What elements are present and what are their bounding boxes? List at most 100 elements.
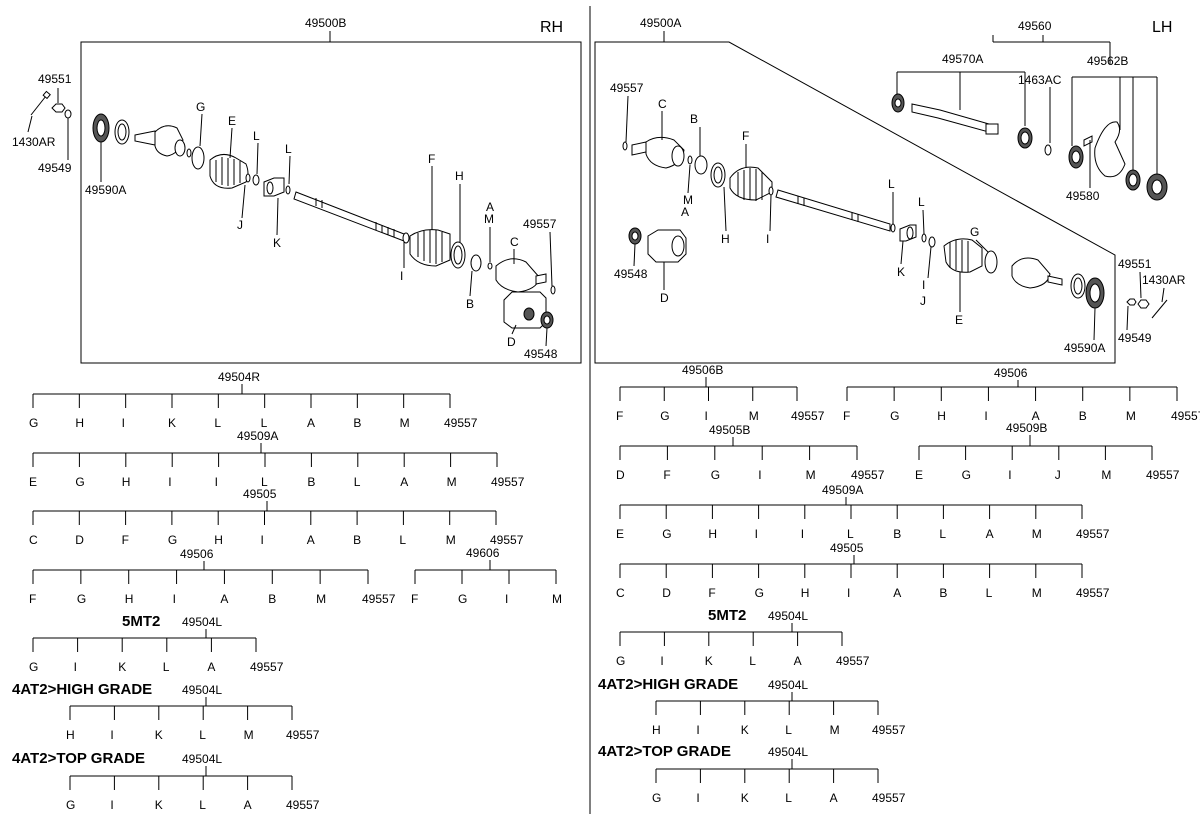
tree-leaf: J xyxy=(1055,468,1061,482)
tree-leaf: I xyxy=(1008,468,1011,482)
lh-callout-F: F xyxy=(742,129,749,143)
tree-leaf: C xyxy=(29,533,38,547)
rh-callout-K: K xyxy=(273,236,281,250)
tree-leaf: L xyxy=(261,475,268,489)
tree-leaf: F xyxy=(616,409,623,423)
tree-leaf: A xyxy=(893,586,901,600)
tree-leaf: B xyxy=(353,416,361,430)
tree-leaf: I xyxy=(696,791,699,805)
rh-assembly-frame xyxy=(80,41,582,364)
lh-callout-49590A: 49590A xyxy=(1064,341,1105,355)
rh-callout-D: D xyxy=(507,335,516,349)
tree-leaf: M xyxy=(1101,468,1111,482)
tree-leaf: M xyxy=(1032,586,1042,600)
rh-callout-49590A: 49590A xyxy=(85,183,126,197)
tree-leaf: M xyxy=(400,416,410,430)
lh-inner-boot xyxy=(729,166,773,201)
rh-callout-F: F xyxy=(428,152,435,166)
tree-leaf: G xyxy=(29,660,38,674)
tree-leaf: A xyxy=(830,791,838,805)
rh-callout-B: B xyxy=(466,297,474,311)
rh-nut-bolt xyxy=(30,88,72,160)
tree-heading: 4AT2>TOP GRADE xyxy=(12,750,145,767)
tree-title: 49509B xyxy=(1006,421,1047,435)
tree-leaf: F xyxy=(29,592,36,606)
lh-callout-A: A xyxy=(681,205,689,219)
tree-leaf: H xyxy=(122,475,131,489)
tree-leaf: B xyxy=(1079,409,1087,423)
tree-leaf: K xyxy=(118,660,126,674)
lh-intermediate-shaft xyxy=(911,103,997,135)
lh-assembly-frame xyxy=(594,41,1116,364)
tree-leaf: L xyxy=(399,533,406,547)
tree-leaf: 49557 xyxy=(286,728,320,742)
tree-title: 49504L xyxy=(768,678,808,692)
tree-leaf: G xyxy=(962,468,971,482)
rh-callout-49549: 49549 xyxy=(38,161,72,175)
tree-leaf: K xyxy=(741,791,749,805)
tree-leaf: G xyxy=(77,592,86,606)
tree-leaf: M xyxy=(446,533,456,547)
lh-callout-49562B: 49562B xyxy=(1087,54,1128,68)
tree-title: 49505B xyxy=(709,423,750,437)
tree-leaf: H xyxy=(801,586,810,600)
tree-leaf: M xyxy=(447,475,457,489)
tree-leaf: B xyxy=(307,475,315,489)
tree-leaf: F xyxy=(122,533,129,547)
tree-leaf: L xyxy=(199,728,206,742)
tree-title: 49506 xyxy=(180,547,214,561)
lh-bracket xyxy=(1094,121,1126,178)
tree-leaf: H xyxy=(66,728,75,742)
tree-title: 49504L xyxy=(182,752,222,766)
tree-leaf: I xyxy=(705,409,708,423)
tree-leaf: K xyxy=(168,416,176,430)
tree-title: 49509A xyxy=(237,429,278,443)
tree-leaf: G xyxy=(29,416,38,430)
tree-leaf: I xyxy=(122,416,125,430)
tree-leaf: L xyxy=(749,654,756,668)
rh-callout-A: A xyxy=(486,200,494,214)
tree-leaf: G xyxy=(652,791,661,805)
tree-leaf: 49557 xyxy=(444,416,478,430)
tree-leaf: D xyxy=(75,533,84,547)
lh-callout-D: D xyxy=(660,291,669,305)
tree-title: 49504L xyxy=(768,609,808,623)
tree-leaf: 49557 xyxy=(362,592,396,606)
rh-callout-G: G xyxy=(196,100,205,114)
lh-callout-49557: 49557 xyxy=(610,81,644,95)
lh-callout-L1: L xyxy=(888,177,895,191)
tree-heading: 5MT2 xyxy=(708,607,746,624)
lh-callout-1430AR: 1430AR xyxy=(1142,273,1186,287)
tree-leaf: I xyxy=(696,723,699,737)
tree-leaf: I xyxy=(74,660,77,674)
tree-title: 49504L xyxy=(182,683,222,697)
tree-leaf: A xyxy=(1032,409,1040,423)
tree-leaf: M xyxy=(1126,409,1136,423)
rh-callout-J: J xyxy=(237,218,243,232)
tree-leaf: M xyxy=(806,468,816,482)
lh-callout-J: J xyxy=(920,294,926,308)
tree-leaf: B xyxy=(939,586,947,600)
tree-leaf: 49557 xyxy=(851,468,885,482)
tree-leaf: G xyxy=(711,468,720,482)
tree-leaf: A xyxy=(400,475,408,489)
tree-leaf: G xyxy=(755,586,764,600)
lh-callout-B: B xyxy=(690,112,698,126)
tree-leaf: I xyxy=(505,592,508,606)
tree-leaf: D xyxy=(616,468,625,482)
tree-leaf: 49557 xyxy=(1076,586,1110,600)
tree-leaf: E xyxy=(616,527,624,541)
tree-leaf: 49557 xyxy=(836,654,870,668)
lh-callout-K: K xyxy=(897,265,905,279)
lh-outer-joint xyxy=(1011,257,1051,289)
lh-callout-49570A: 49570A xyxy=(942,52,983,66)
tree-title: 49504L xyxy=(182,615,222,629)
tree-title: 49504R xyxy=(218,370,260,384)
